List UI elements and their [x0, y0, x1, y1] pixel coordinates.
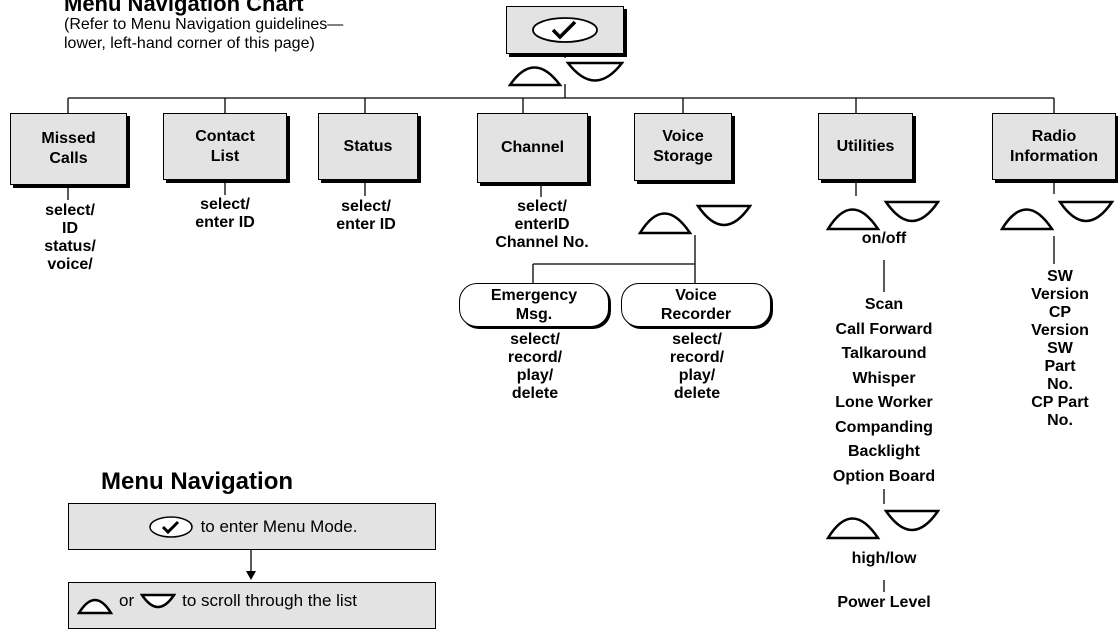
scroll-down-key-icon	[883, 509, 940, 532]
utilities-sub-scroll-keys	[826, 509, 940, 540]
menu-ok-key-icon	[148, 515, 193, 538]
navigation-step-enter: to enter Menu Mode.	[68, 503, 436, 550]
voice-recorder-item[interactable]: Voice Recorder	[621, 283, 771, 327]
chart-note: (Refer to Menu Navigation guidelines— lo…	[64, 16, 344, 52]
category-utilities[interactable]: Utilities	[818, 113, 913, 180]
missed-calls-options: select/ ID status/ voice/	[44, 202, 96, 273]
scroll-down-key-icon	[883, 200, 940, 223]
category-contact-list[interactable]: Contact List	[163, 113, 287, 180]
scroll-up-key-icon	[826, 208, 881, 231]
radio-info-items: SW Version CP Version SW Part No. CP Par…	[1031, 268, 1089, 429]
utilities-items: Scan Call Forward Talkaround Whisper Lon…	[832, 296, 936, 485]
connector-lines	[67, 55, 1055, 592]
channel-options: select/ enterID Channel No.	[495, 198, 589, 251]
utilities-scroll-keys	[826, 200, 940, 231]
scroll-down-key-icon	[1057, 200, 1115, 223]
category-missed-calls[interactable]: Missed Calls	[10, 113, 127, 185]
emergency-msg-item[interactable]: Emergency Msg.	[459, 283, 609, 327]
voice-recorder-options: select/ record/ play/ delete	[669, 331, 725, 402]
scroll-down-key-icon	[565, 61, 624, 82]
chart-title: Menu Navigation Chart	[64, 0, 304, 16]
power-level-item: Power Level	[837, 594, 931, 611]
category-radio-information[interactable]: Radio Information	[992, 113, 1116, 180]
scroll-up-key-icon	[638, 212, 693, 235]
voice-storage-scroll-keys	[638, 204, 752, 235]
scroll-down-key-icon	[695, 204, 752, 227]
category-voice-storage[interactable]: Voice Storage	[634, 113, 732, 181]
category-channel[interactable]: Channel	[477, 113, 588, 183]
utilities-options: on/off	[861, 230, 907, 247]
scroll-up-key-icon	[1000, 208, 1055, 231]
menu-ok-key-icon	[532, 17, 598, 43]
status-options: select/ enter ID	[336, 198, 396, 233]
scroll-down-key-icon	[140, 593, 177, 609]
menu-key-box[interactable]	[506, 6, 624, 54]
emergency-msg-options: select/ record/ play/ delete	[507, 331, 563, 402]
radio-info-scroll-keys	[1000, 200, 1115, 231]
scroll-up-key-icon	[508, 66, 563, 87]
navigation-step-scroll: or to scroll through the list	[68, 582, 436, 629]
navigation-title: Menu Navigation	[101, 468, 294, 495]
scroll-up-key-icon	[826, 517, 881, 540]
scroll-up-key-icon	[77, 598, 113, 615]
contact-list-options: select/ enter ID	[195, 196, 255, 231]
category-status[interactable]: Status	[318, 113, 418, 180]
scroll-keys-top	[508, 61, 624, 87]
utilities-sub-label: high/low	[851, 550, 917, 567]
